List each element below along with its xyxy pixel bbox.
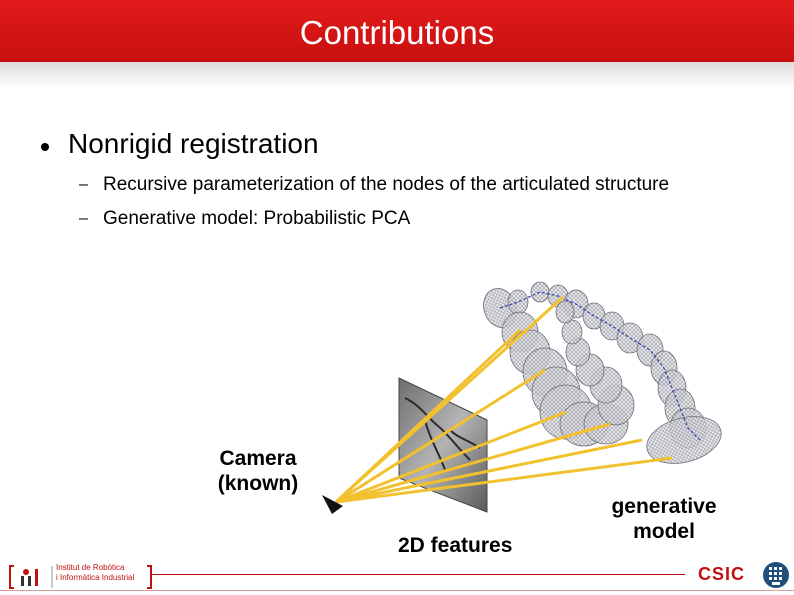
projection-ray [335, 368, 546, 504]
main-bullet: Nonrigid registration [68, 128, 319, 159]
dash-icon: – [79, 210, 88, 227]
camera-arrow-icon [322, 495, 343, 514]
projection-ray [335, 456, 673, 504]
ellipsoid-node [530, 281, 550, 303]
bullet-dot-icon [41, 143, 49, 151]
iri-logo-icon [9, 565, 152, 589]
dash-icon: – [79, 176, 88, 193]
iri-logo-text: Institut de Robòtica i Informàtica Indus… [56, 563, 135, 582]
model-label: generative model [611, 495, 717, 543]
slide-title: Contributions [299, 14, 495, 51]
ellipsoid-node [646, 416, 722, 464]
ellipsoid-node [561, 319, 583, 345]
csic-logo: CSIC [684, 560, 792, 590]
projection-ray [334, 328, 522, 504]
sub-bullet-2: Generative model: Probabilistic PCA [103, 208, 411, 229]
chain-axis-line [499, 291, 701, 441]
projection-ray [335, 422, 611, 504]
projection-ray [335, 438, 643, 504]
csic-logo-text: CSIC [698, 564, 746, 584]
csic-emblem-icon [763, 562, 789, 588]
projection-rays [334, 295, 673, 504]
ellipsoid-node [555, 300, 575, 324]
camera-label: Camera (known) [217, 447, 299, 495]
projection-ray [335, 410, 567, 504]
title-shadow [0, 62, 794, 88]
ellipsoid-chain [483, 281, 722, 464]
title-bar [0, 0, 794, 62]
ellipsoid-node [507, 289, 529, 315]
sub-bullet-1: Recursive parameterization of the nodes … [103, 174, 670, 195]
features-label: 2D features [398, 534, 513, 557]
footer-rule [150, 574, 685, 575]
footer-bottom-rule [0, 590, 794, 591]
